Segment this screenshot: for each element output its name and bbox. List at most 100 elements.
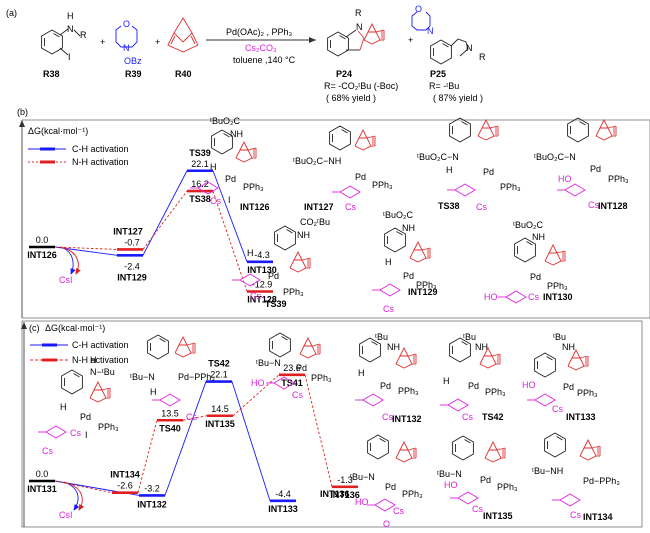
structure-int128: ᵗBuO₂C−N Pd PPh₃ HO Cs INT128 [534, 117, 629, 211]
tbu: ᵗBu [553, 332, 566, 342]
ligand-pph3: PPh₃ [500, 182, 521, 192]
ligand-pph3: PPh₃ [497, 482, 518, 492]
tbu-n: ᵗBu−N [437, 469, 462, 479]
atom-nh: NH [562, 342, 575, 352]
hydroxyl: HO [522, 380, 536, 390]
atom-cs: Cs [588, 200, 599, 210]
panel-b-legend: C-H activation N-H activation [28, 144, 129, 167]
state-label-int136: INT136 [330, 490, 360, 500]
ligand-pph3: PPh₃ [402, 489, 423, 499]
atom-cs: Cs [292, 390, 303, 400]
structure-int135: ᵗBu−N Pd PPh₃ HO Cs INT135 [437, 435, 518, 521]
atom-pd: Pd [468, 381, 479, 391]
connector-n-h-activation [304, 374, 333, 487]
state-label-int133: INT133 [268, 504, 298, 514]
structure-ts39: CO₂ᵗBu NH H Pd PPh₃ Cs TS39 [231, 217, 330, 309]
panel-a-label: (a) [6, 8, 17, 18]
label-int136: INT136 [320, 489, 350, 499]
ligand-pph3: PPh₃ [577, 388, 598, 398]
hydroxyl: HO [251, 378, 265, 388]
substituent-boc: ᵗBuO₂C−N [417, 152, 459, 162]
atom-h: H [60, 402, 67, 412]
tbu: ᵗBu [463, 332, 476, 342]
tbu-n: ᵗBu−N [350, 472, 375, 482]
connector-n-h-activation [54, 480, 113, 494]
label-ts42: TS42 [482, 412, 504, 422]
structure-ts42: ᵗBu NH H Pd PPh₃ Cs TS42 [439, 332, 506, 422]
label-int135: INT135 [483, 511, 513, 521]
label-ts38: TS38 [438, 201, 460, 211]
atom-cs: Cs [476, 202, 487, 212]
energy-value-int135: 14.5 [211, 404, 229, 414]
atom-cs: Cs [528, 292, 539, 302]
hydroxyl: HO [355, 497, 369, 507]
atom-n: N [67, 24, 74, 34]
energy-value-ts41: 23.6 [283, 363, 301, 373]
structure-int126: ᵗBuO₂C NH H Pd PPh₃ Cs I INT126 [189, 116, 270, 212]
state-label-int128: INT128 [247, 295, 277, 305]
energy-value-ts38: 16.2 [191, 179, 209, 189]
reactant-r38-label: R38 [43, 69, 60, 79]
atom-cs: Cs [210, 196, 221, 206]
ligand-pph3: PPh₃ [372, 180, 393, 190]
reactant-r38-structure: H N R I [41, 11, 87, 62]
product-p25-label: P25 [430, 69, 446, 79]
ligand-pph3: PPh₃ [98, 422, 119, 432]
product-p25-r-definition: R= -ᵗBu [429, 81, 459, 91]
atom-cs: Cs [250, 291, 261, 301]
atom-pd: Pd [296, 363, 307, 373]
reactant-r39-label: R39 [125, 69, 142, 79]
tbu-n: ᵗBu−N [256, 358, 281, 368]
atom-h: H [150, 387, 157, 397]
panel-b: (b) ΔG(kcal·mol⁻¹) C-H activation N-H ac… [17, 107, 650, 319]
structure-ts41: ᵗBu−N Pd PPh₃ HO Cs [251, 332, 332, 400]
product-p25-yield: ( 87% yield ) [433, 93, 483, 103]
connector-n-h-activation [142, 190, 188, 250]
substituent-boc: ᵗBuO₂C−N [534, 152, 576, 162]
atom-cs: Cs [383, 304, 394, 314]
atom-cs: Cs [186, 412, 197, 422]
atom-pd: Pd [385, 482, 396, 492]
atom-h: H [358, 368, 365, 378]
csi-arrow-red [63, 481, 85, 511]
label-int133: INT133 [566, 412, 596, 422]
ligand-pph3: PPh₃ [547, 281, 568, 291]
state-label-int132: INT132 [137, 499, 167, 509]
label-int126: INT126 [240, 202, 270, 212]
state-label-int134: INT134 [110, 470, 140, 480]
nh-tbu: N−ᵗBu [90, 367, 115, 377]
state-label-int130: INT130 [247, 265, 277, 275]
state-label-int126: INT126 [27, 250, 57, 260]
panel-a: (a) H N R I R38 + O N OBz R39 + [6, 4, 486, 103]
tbu: ᵗBu [375, 332, 388, 342]
atom-h: H [446, 165, 453, 175]
substituent-boc: ᵗBuO₂C [513, 220, 543, 230]
state-label-int131: INT131 [27, 484, 57, 494]
atom-n-indole: N [466, 43, 473, 53]
substituent-boc: ᵗBuO₂C−NH [293, 156, 341, 166]
atom-o: O [383, 519, 390, 529]
product-p24-r-definition: R= -CO₂ᵗBu (-Boc) [324, 81, 398, 91]
label-int134: INT134 [583, 512, 613, 522]
atom-pd: Pd [483, 167, 494, 177]
connector-n-h-activation [232, 374, 280, 417]
state-label-ts42: TS42 [208, 359, 230, 369]
label-ts39: TS39 [265, 299, 287, 309]
energy-value-int132: -3.2 [144, 483, 160, 493]
csi-arrow-red [59, 246, 81, 275]
legend-ch-activation: C-H activation [72, 144, 129, 154]
energy-value-ts40: 13.5 [161, 408, 179, 418]
atom-i: I [228, 195, 231, 205]
label-int130: INT130 [543, 292, 573, 302]
label-int129: INT129 [408, 287, 438, 297]
connector-c-h-activation [231, 381, 271, 501]
connector-n-h-activation [182, 415, 208, 421]
structure-int127: ᵗBuO₂C−NH Pd PPh₃ Cs INT127 [293, 125, 393, 212]
label-int128: INT128 [598, 201, 628, 211]
energy-value-int127: -0.7 [124, 237, 140, 247]
energy-value-ts42: 22.1 [210, 370, 228, 380]
atom-cs: Cs [472, 504, 483, 514]
atom-cs: Cs [393, 506, 404, 516]
connector-c-h-activation [142, 170, 188, 256]
atom-h: H [247, 248, 254, 258]
